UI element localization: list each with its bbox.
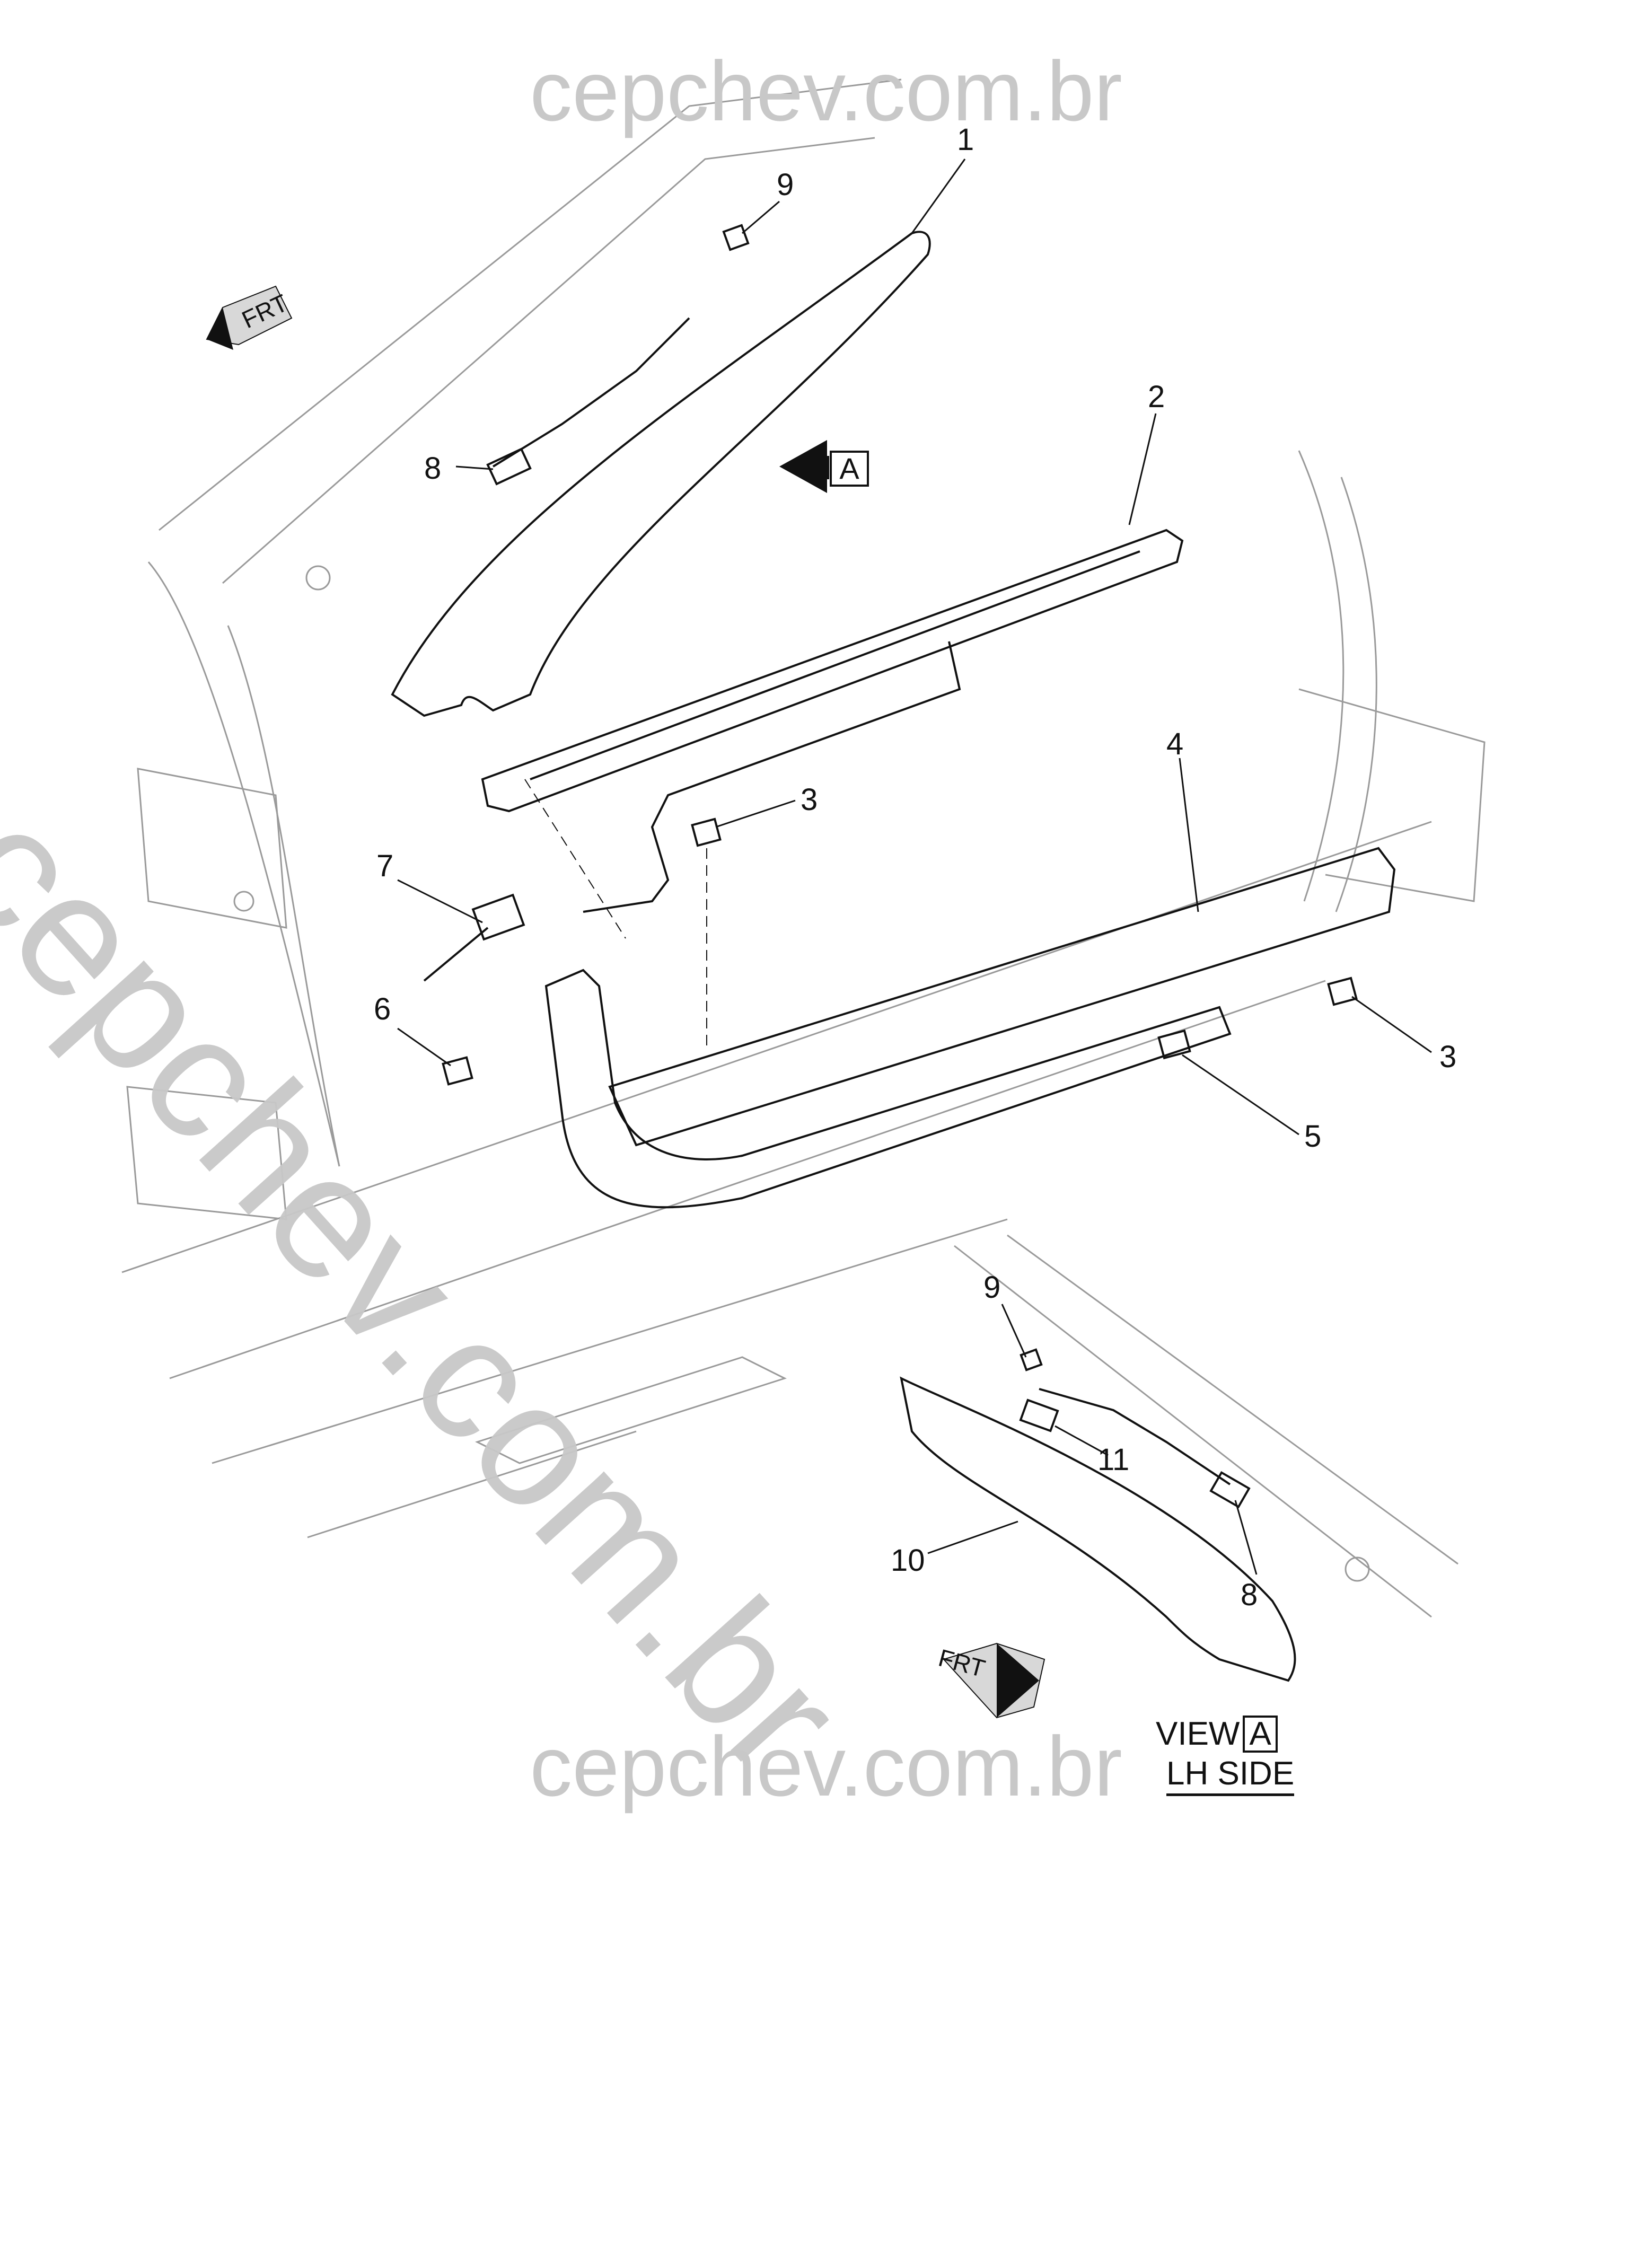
part-9-clip-upper	[722, 224, 750, 251]
parts-diagram-svg	[121, 78, 1486, 1719]
leader-8b	[1234, 1500, 1258, 1575]
roof-rail-outline	[159, 78, 902, 531]
callout-3-right: 3	[1439, 1040, 1457, 1074]
leader-9b	[1001, 1304, 1027, 1358]
lower-roof-rail-2	[1007, 1234, 1458, 1565]
body-hole	[233, 891, 254, 912]
part-7-connector	[471, 893, 525, 941]
leader-7	[397, 879, 483, 923]
frt-arrow-bottom-icon	[943, 1642, 1045, 1719]
part-2-sill-plate	[481, 529, 1184, 813]
callout-8-lower: 8	[1241, 1578, 1258, 1612]
leader-3a	[715, 799, 796, 828]
callout-9-lower: 9	[983, 1270, 1001, 1305]
part-2-sill-plate-inner	[530, 550, 1140, 780]
floor-pan-edge-2	[169, 980, 1326, 1379]
floor-pan-edge-3	[212, 1218, 1008, 1464]
watermark-top: cepchev.com.br	[530, 43, 1122, 138]
align-line-harness	[524, 779, 626, 939]
leader-5	[1182, 1054, 1299, 1136]
callout-4: 4	[1166, 727, 1184, 761]
b-pillar-outline	[1298, 450, 1345, 902]
diagram-canvas: cepchev.com.br cepchev.com.br cepchev.co…	[0, 43, 1486, 1814]
callout-5: 5	[1304, 1119, 1322, 1154]
a-pillar-inner	[227, 625, 340, 1167]
rear-floor-structure	[1298, 688, 1486, 902]
part-10-lh-garnish	[900, 1376, 1296, 1682]
part-5-clip	[1157, 1029, 1191, 1060]
part-8-harness-upper	[492, 317, 690, 468]
callout-6: 6	[374, 992, 391, 1026]
leader-11	[1055, 1425, 1109, 1456]
left-structure-box	[137, 768, 287, 929]
part-4-rocker-panel	[608, 847, 1396, 1147]
side-label: LH SIDE	[1166, 1755, 1295, 1796]
part-9-clip-lower	[1020, 1348, 1043, 1371]
a-pillar-outline	[147, 561, 340, 1167]
left-lower-structure	[126, 1086, 287, 1220]
callout-2: 2	[1148, 380, 1165, 414]
floor-pan-edge	[121, 821, 1432, 1273]
part-8-connector-upper	[486, 447, 532, 486]
leader-3b	[1351, 996, 1432, 1053]
leader-1	[911, 159, 966, 234]
roof-rail-inner	[222, 137, 875, 584]
leader-8a	[455, 465, 494, 470]
b-pillar-inner	[1335, 477, 1377, 912]
frt-arrow-top-icon	[206, 285, 293, 350]
leader-4	[1179, 758, 1199, 912]
callout-3-upper: 3	[801, 782, 818, 817]
callout-9-upper: 9	[777, 168, 794, 202]
leader-10	[927, 1520, 1018, 1554]
leader-9a	[742, 200, 780, 234]
leader-2	[1128, 413, 1157, 525]
view-a-arrow-letter: A	[830, 451, 869, 487]
center-floor-rib-2	[307, 1430, 637, 1538]
callout-7: 7	[376, 849, 394, 883]
callout-1: 1	[957, 122, 974, 157]
sill-harness-wire	[583, 641, 961, 913]
view-a-arrow-icon	[779, 440, 827, 493]
center-floor-rib	[475, 1356, 787, 1464]
leader-6	[397, 1027, 451, 1067]
part-6-clip	[442, 1056, 473, 1086]
part-7-wire	[423, 927, 489, 982]
view-label-letter: A	[1243, 1716, 1278, 1753]
body-hole	[305, 565, 331, 591]
callout-8-upper: 8	[424, 451, 442, 486]
body-hole	[1345, 1556, 1370, 1582]
view-label-text: VIEW	[1156, 1716, 1240, 1752]
part-3-clip-upper	[691, 817, 722, 847]
part-8-connector-lower	[1209, 1471, 1251, 1509]
part-8-harness-lower	[1039, 1388, 1231, 1485]
view-a-arrow-shaft	[806, 456, 829, 479]
lower-roof-rail	[954, 1245, 1432, 1618]
part-lower-kick-panel	[544, 969, 1232, 1209]
callout-10: 10	[891, 1543, 925, 1578]
part-1-windshield-garnish	[391, 231, 931, 717]
part-11-connector	[1019, 1398, 1059, 1432]
part-3-clip-right	[1327, 977, 1358, 1006]
callout-11: 11	[1097, 1442, 1130, 1477]
watermark-bottom: cepchev.com.br	[530, 1719, 1122, 1814]
